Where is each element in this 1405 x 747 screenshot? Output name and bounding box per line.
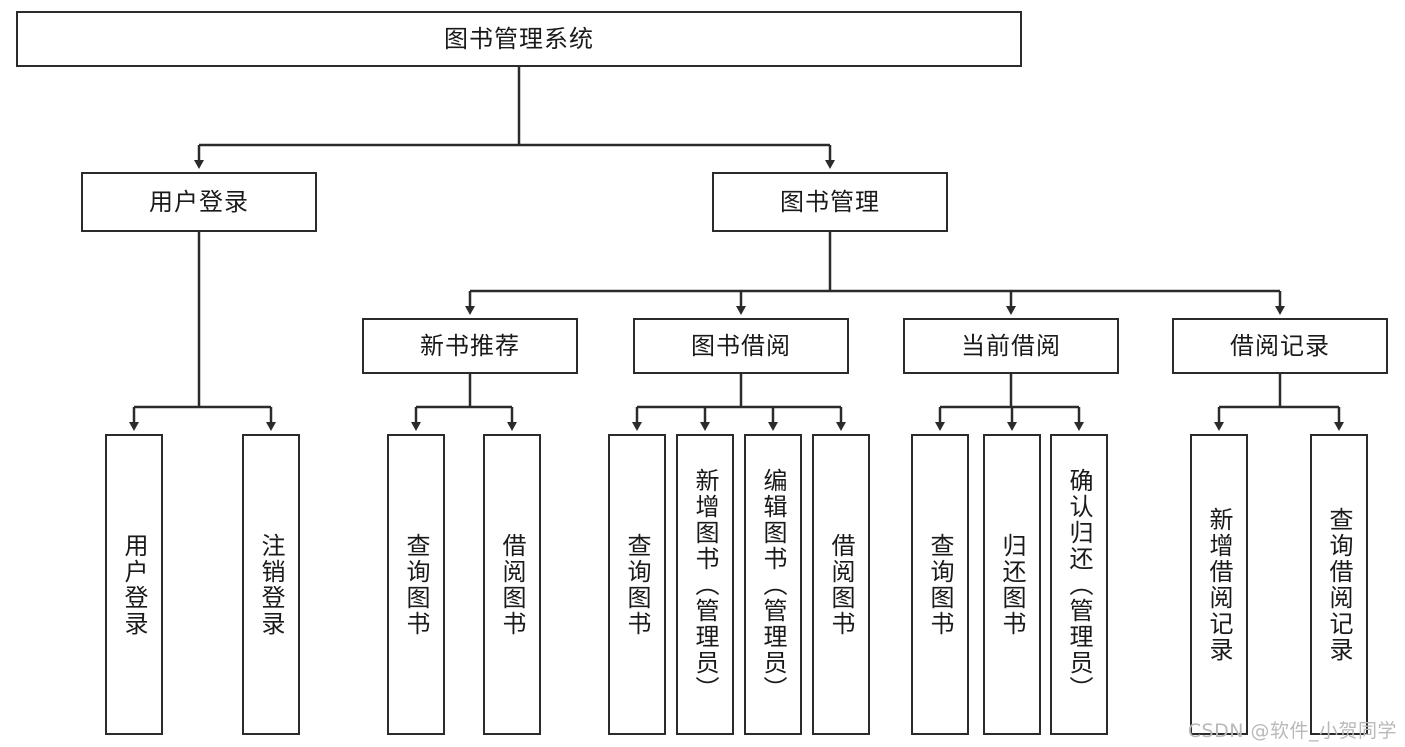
node-label: 注销登录: [257, 532, 285, 637]
node-l-add[interactable]: 新增图书（管理员）: [676, 434, 734, 735]
node-l-queryrec[interactable]: 查询借阅记录: [1310, 434, 1368, 735]
node-l-edit[interactable]: 编辑图书（管理员）: [744, 434, 802, 735]
node-l-login[interactable]: 用户登录: [105, 434, 163, 735]
node-l-borrow1[interactable]: 借阅图书: [483, 434, 541, 735]
node-records[interactable]: 借阅记录: [1172, 318, 1388, 374]
node-l-query1[interactable]: 查询图书: [387, 434, 445, 735]
node-borrow[interactable]: 图书借阅: [633, 318, 849, 374]
node-newbook[interactable]: 新书推荐: [362, 318, 578, 374]
node-bookmgmt[interactable]: 图书管理: [712, 172, 948, 232]
node-label: 归还图书: [998, 532, 1026, 637]
node-label: 查询图书: [926, 532, 954, 637]
node-login[interactable]: 用户登录: [81, 172, 317, 232]
node-label: 新增图书（管理员）: [691, 467, 719, 702]
node-label: 确认归还（管理员）: [1065, 467, 1093, 702]
node-label: 查询借阅记录: [1325, 506, 1353, 663]
node-label: 新书推荐: [420, 331, 520, 360]
node-label: 编辑图书（管理员）: [759, 467, 787, 702]
node-label: 借阅图书: [827, 532, 855, 637]
node-label: 当前借阅: [961, 331, 1061, 360]
node-label: 查询图书: [402, 532, 430, 637]
node-label: 借阅记录: [1230, 331, 1330, 360]
node-label: 借阅图书: [498, 532, 526, 637]
node-l-confirm[interactable]: 确认归还（管理员）: [1050, 434, 1108, 735]
node-label: 图书借阅: [691, 331, 791, 360]
node-current[interactable]: 当前借阅: [903, 318, 1119, 374]
node-l-addrec[interactable]: 新增借阅记录: [1190, 434, 1248, 735]
node-l-logout[interactable]: 注销登录: [242, 434, 300, 735]
node-root[interactable]: 图书管理系统: [16, 11, 1022, 67]
node-label: 用户登录: [149, 187, 249, 216]
node-l-query2[interactable]: 查询图书: [608, 434, 666, 735]
node-l-query3[interactable]: 查询图书: [911, 434, 969, 735]
node-l-borrow2[interactable]: 借阅图书: [812, 434, 870, 735]
node-label: 图书管理: [780, 187, 880, 216]
node-label: 新增借阅记录: [1205, 506, 1233, 663]
node-l-return[interactable]: 归还图书: [983, 434, 1041, 735]
node-label: 用户登录: [120, 532, 148, 637]
node-label: 图书管理系统: [444, 24, 594, 53]
node-label: 查询图书: [623, 532, 651, 637]
csdn-watermark: CSDN @软件_小贺同学: [1187, 720, 1397, 742]
